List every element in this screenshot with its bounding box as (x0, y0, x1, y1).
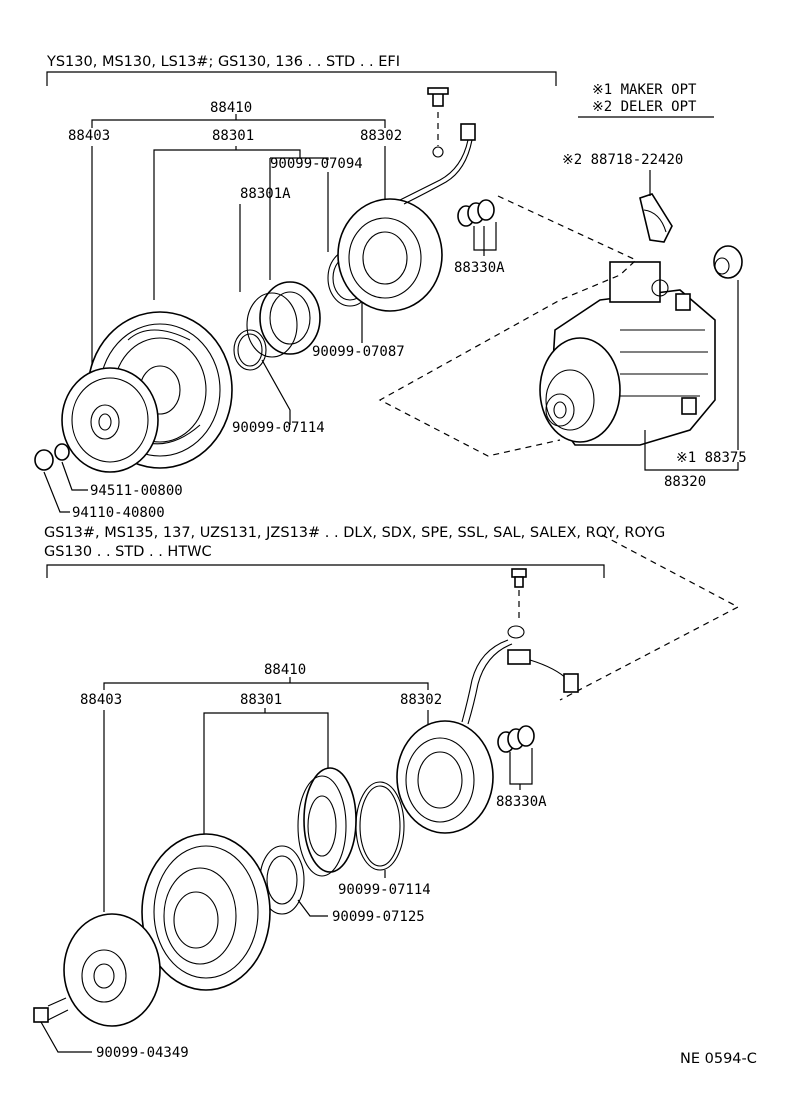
bottom-label-90099-07114: 90099-07114 (338, 882, 431, 898)
bottom-bearing (297, 767, 357, 877)
bottom-bolt (33, 997, 69, 1023)
bottom-stator-coil (396, 720, 494, 834)
top-label-94511-00800: 94511-00800 (90, 483, 183, 499)
bottom-lead-wire (461, 568, 579, 725)
bottom-snap-ring (355, 781, 405, 871)
top-label-88301: 88301 (212, 128, 254, 144)
top-label-90099-07087: 90099-07087 (312, 344, 405, 360)
top-dashed-outline (378, 195, 638, 457)
top-label-88330A: 88330A (454, 260, 505, 276)
bottom-label-88330A: 88330A (496, 794, 547, 810)
top-label-90099-07114: 90099-07114 (232, 420, 325, 436)
top-snap-ring (233, 329, 267, 371)
bottom-section-header-line1: GS13#, MS135, 137, UZS131, JZS13# . . DL… (44, 525, 665, 541)
legend-maker-opt: ※1 MAKER OPT (592, 82, 697, 98)
nut-88375 (713, 245, 743, 279)
top-07094-bracket (270, 157, 329, 160)
bottom-label-90099-07125: 90099-07125 (332, 909, 425, 925)
bottom-pulley (141, 833, 271, 991)
bottom-label-88403: 88403 (80, 692, 122, 708)
top-88410-bracket (91, 119, 386, 128)
label-88320: 88320 (664, 474, 706, 490)
compressor-body (539, 261, 716, 446)
bottom-88301-bracket (203, 712, 329, 840)
top-section-header: YS130, MS130, LS13#; GS130, 136 . . STD … (46, 54, 400, 70)
top-94511-leader (61, 461, 88, 491)
top-stator-coil (337, 198, 443, 312)
bottom-88410-bracket (103, 682, 429, 690)
top-hub-plate (61, 367, 159, 473)
top-88330A-parts (457, 199, 495, 227)
bottom-section-header-line2: GS130 . . STD . . HTWC (44, 544, 212, 560)
top-lead-wire (399, 87, 476, 205)
bottom-label-88410: 88410 (264, 662, 306, 678)
top-label-88410: 88410 (210, 100, 252, 116)
label-88375: ※1 88375 (676, 450, 747, 466)
top-label-88302: 88302 (360, 128, 402, 144)
legend-dealer-opt: ※2 DELER OPT (592, 99, 697, 115)
label-88718-22420: ※2 88718-22420 (562, 152, 683, 168)
top-88330A-bracket (473, 222, 497, 251)
clamp-88718 (639, 193, 673, 243)
top-nut-washer (34, 443, 70, 471)
bottom-hub-plate (63, 913, 161, 1027)
top-label-88403: 88403 (68, 128, 110, 144)
88320-bracket (644, 430, 739, 471)
top-94110-leader (43, 471, 70, 513)
bottom-88330A-bracket (509, 748, 533, 785)
bottom-88330A-parts (497, 725, 535, 753)
bottom-label-90099-04349: 90099-04349 (96, 1045, 189, 1061)
mid-dashed-outline (559, 534, 740, 701)
top-07114-leader (261, 359, 291, 425)
bottom-label-88301: 88301 (240, 692, 282, 708)
top-label-88301A: 88301A (240, 186, 291, 202)
bottom-section-bracket (46, 564, 605, 578)
top-label-94110-40800: 94110-40800 (72, 505, 165, 521)
top-bearing (246, 281, 321, 358)
bottom-04349-leader (40, 1021, 92, 1053)
bottom-07125-leader (297, 899, 328, 917)
top-88301-bracket (153, 149, 301, 300)
top-label-90099-07094: 90099-07094 (270, 156, 363, 172)
top-section-bracket (46, 71, 557, 86)
bottom-label-88302: 88302 (400, 692, 442, 708)
footer-code: NE 0594-C (680, 1051, 757, 1067)
